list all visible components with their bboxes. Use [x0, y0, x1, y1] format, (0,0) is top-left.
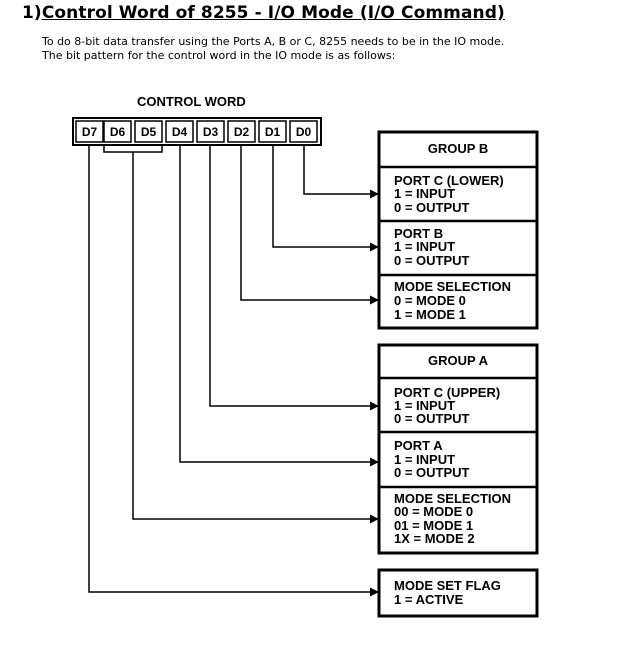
port-b-output: 0 = OUTPUT: [394, 253, 470, 268]
mode-set-flag: MODE SET FLAG 1 = ACTIVE: [394, 578, 501, 607]
section-heading: 1)Control Word of 8255 - I/O Mode (I/O C…: [22, 3, 505, 23]
port-c-lower-input: 1 = INPUT: [394, 186, 455, 201]
section-title: Control Word of 8255 - I/O Mode (I/O Com…: [41, 3, 505, 23]
bit-d3: D3: [203, 125, 219, 139]
group-a-title: GROUP A: [428, 353, 489, 368]
group-a-box: [377, 343, 539, 555]
control-word-label: CONTROL WORD: [137, 94, 246, 109]
connector-d0: [303, 145, 379, 199]
bit-d7: D7: [82, 125, 98, 139]
intro-paragraph: To do 8-bit data transfer using the Port…: [42, 35, 504, 63]
group-b-mode-selection-title: MODE SELECTION: [394, 279, 511, 294]
port-c-lower-title: PORT C (LOWER): [394, 173, 504, 188]
port-b-input: 1 = INPUT: [394, 239, 455, 254]
bit-d6: D6: [110, 125, 126, 139]
connector-d2: [240, 145, 379, 305]
group-b-port-b: PORT B 1 = INPUT 0 = OUTPUT: [394, 226, 470, 268]
bit-labels: D7 D6 D5 D4 D3 D2 D1 D0: [82, 125, 312, 139]
group-a-port-a: PORT A 1 = INPUT 0 = OUTPUT: [394, 438, 470, 480]
connector-d3: [209, 145, 379, 411]
bit-d1: D1: [265, 125, 281, 139]
group-b-mode-1: 1 = MODE 1: [394, 307, 466, 322]
group-a-mode-selection: MODE SELECTION 00 = MODE 0 01 = MODE 1 1…: [394, 491, 511, 546]
group-b-mode-selection: MODE SELECTION 0 = MODE 0 1 = MODE 1: [394, 279, 511, 322]
group-b-port-c-lower: PORT C (LOWER) 1 = INPUT 0 = OUTPUT: [394, 173, 504, 215]
group-a-mode-selection-title: MODE SELECTION: [394, 491, 511, 506]
d6-d5-bracket: [103, 145, 163, 153]
port-c-upper-input: 1 = INPUT: [394, 398, 455, 413]
connector-d1: [272, 145, 379, 252]
bit-d4: D4: [172, 125, 188, 139]
group-b-mode-0: 0 = MODE 0: [394, 293, 466, 308]
group-a-mode-1: 01 = MODE 1: [394, 518, 473, 533]
bit-d2: D2: [234, 125, 250, 139]
port-c-upper-title: PORT C (UPPER): [394, 385, 500, 400]
port-a-title: PORT A: [394, 438, 443, 453]
intro-line-1: To do 8-bit data transfer using the Port…: [42, 35, 505, 48]
group-b-box: [377, 130, 539, 330]
bit-d5: D5: [141, 125, 157, 139]
connector-d6-d5: [132, 152, 379, 524]
connector-d7: [88, 145, 379, 597]
bit-d0: D0: [296, 125, 312, 139]
section-number: 1): [22, 3, 42, 23]
mode-set-flag-active: 1 = ACTIVE: [394, 592, 464, 607]
bit-cells: [72, 117, 322, 146]
group-a-mode-0: 00 = MODE 0: [394, 504, 473, 519]
port-c-lower-output: 0 = OUTPUT: [394, 200, 470, 215]
mode-set-flag-title: MODE SET FLAG: [394, 578, 501, 593]
connector-d4: [179, 145, 379, 467]
port-c-upper-output: 0 = OUTPUT: [394, 411, 470, 426]
port-a-output: 0 = OUTPUT: [394, 465, 470, 480]
group-a-port-c-upper: PORT C (UPPER) 1 = INPUT 0 = OUTPUT: [394, 385, 500, 426]
group-a-mode-2: 1X = MODE 2: [394, 531, 475, 546]
intro-line-2: The bit pattern for the control word in …: [42, 49, 396, 62]
port-b-title: PORT B: [394, 226, 443, 241]
group-b-title: GROUP B: [428, 141, 488, 156]
mode-set-flag-box: [377, 568, 539, 618]
port-a-input: 1 = INPUT: [394, 452, 455, 467]
